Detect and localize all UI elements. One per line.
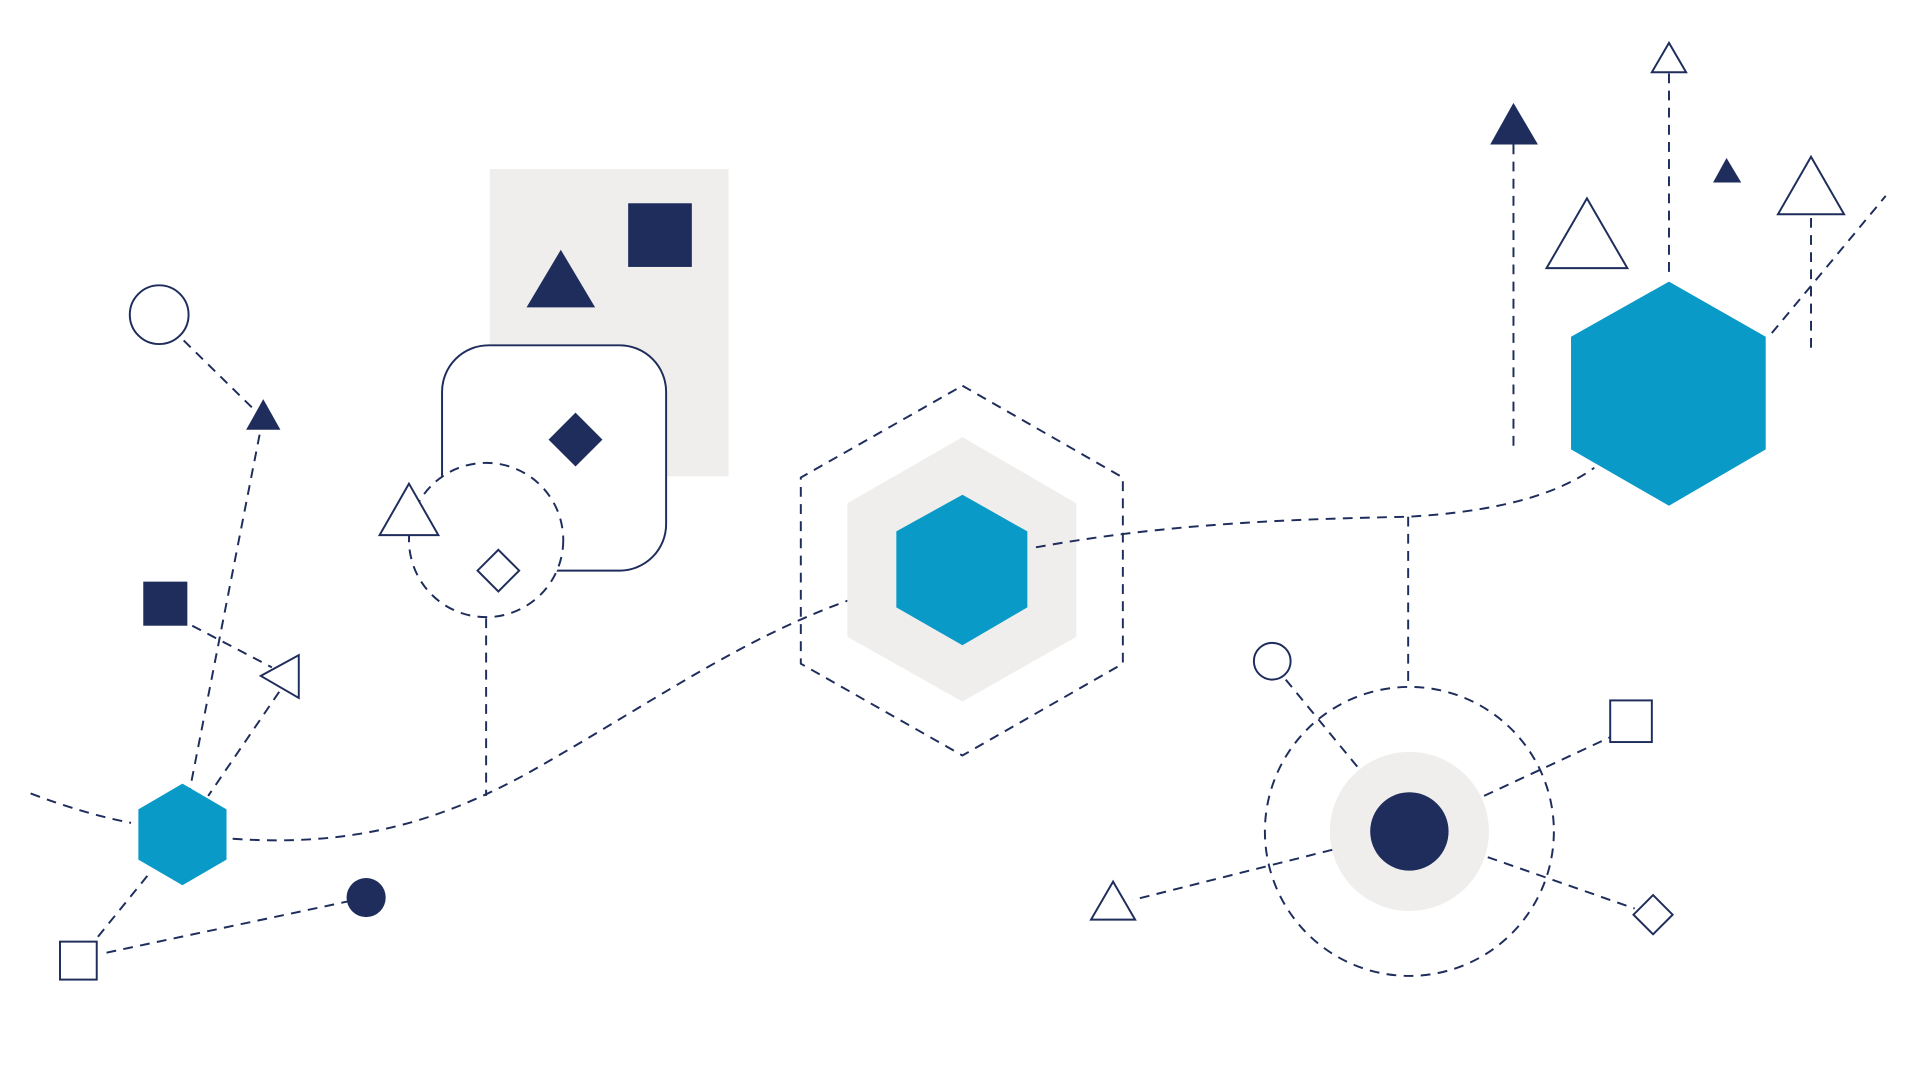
triangle-outline-icon	[377, 481, 441, 537]
hexagon-blue-large	[1571, 281, 1766, 506]
dashed-connector	[1487, 856, 1636, 910]
triangle-outline-icon	[1089, 879, 1137, 921]
dashed-hexagon	[799, 384, 1124, 757]
dashed-connector	[188, 434, 261, 790]
triangle-filled-icon	[526, 249, 596, 308]
triangle-filled-icon	[1713, 157, 1742, 183]
dashed-curve-right	[1035, 466, 1595, 549]
square-filled-icon	[143, 581, 188, 626]
triangle-outline-icon	[1776, 154, 1846, 216]
dashed-circle	[408, 461, 565, 619]
diamond-outline-icon	[1632, 893, 1675, 936]
dashed-connector	[106, 900, 350, 954]
triangle-filled-icon	[1490, 102, 1538, 145]
dashed-connector	[207, 691, 280, 797]
dashed-curve-left	[30, 792, 132, 824]
dashed-connector	[182, 339, 256, 411]
dashed-connector	[1771, 195, 1887, 334]
hexagon-blue-small	[138, 783, 227, 886]
dashed-connector	[191, 624, 273, 669]
diamond-outline-icon	[476, 548, 521, 593]
dashed-connector	[97, 871, 152, 938]
triangle-filled-icon	[246, 399, 281, 430]
triangle-left-outline-icon	[258, 653, 300, 700]
dashed-connector	[1483, 736, 1611, 797]
circle-outline-icon	[128, 284, 190, 346]
square-outline-icon	[59, 940, 98, 981]
circle-outline-icon	[1252, 641, 1292, 681]
circle-filled-icon	[346, 877, 386, 918]
dashed-connector	[1284, 678, 1360, 770]
triangle-outline-icon	[1650, 40, 1688, 74]
circle-filled-icon	[1370, 792, 1449, 871]
dashed-circle	[1263, 685, 1555, 977]
dashed-connector	[1132, 848, 1333, 901]
hexagon-blue-center	[896, 494, 1028, 646]
square-outline-icon	[1609, 699, 1653, 744]
triangle-outline-icon	[1544, 196, 1630, 270]
square-filled-icon	[628, 203, 692, 267]
dashed-curve-main	[232, 586, 889, 842]
